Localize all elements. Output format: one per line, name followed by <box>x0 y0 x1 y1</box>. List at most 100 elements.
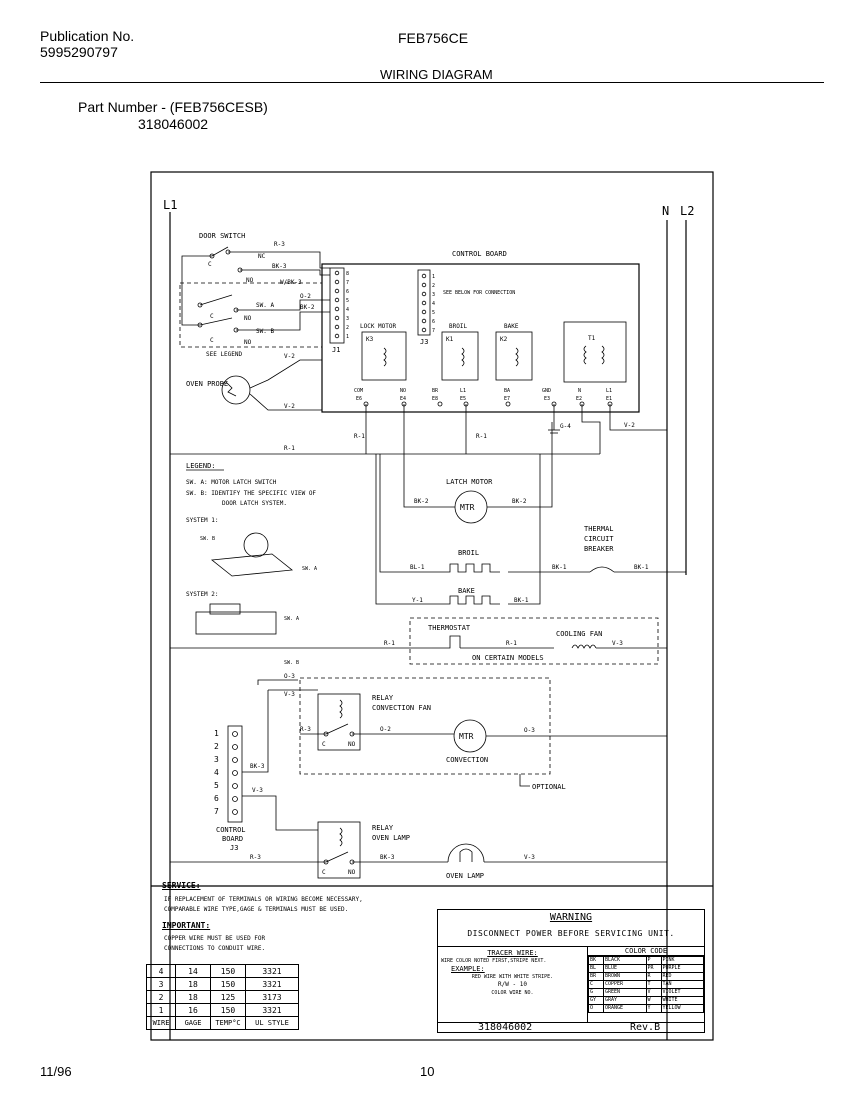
svg-text:V-2: V-2 <box>284 353 295 360</box>
svg-text:LEGEND:: LEGEND: <box>186 462 216 470</box>
svg-text:V-2: V-2 <box>624 422 635 429</box>
svg-text:SW. B: IDENTIFY THE SPECIFIC: SW. B: IDENTIFY THE SPECIFIC VIEW OF <box>186 490 316 497</box>
svg-text:SW. A: SW. A <box>302 566 317 572</box>
pin-number: 6 <box>346 289 349 295</box>
pin-number: 1 <box>214 729 219 738</box>
color-code-cell: BLUE <box>603 964 647 973</box>
bake-relay <box>495 331 533 381</box>
page-number: 10 <box>420 1064 435 1079</box>
svg-text:COM: COM <box>354 388 363 394</box>
svg-text:SEE BELOW FOR CONNECTION: SEE BELOW FOR CONNECTION <box>443 290 515 296</box>
svg-text:W/BK-3: W/BK-3 <box>280 279 302 286</box>
svg-text:R-3: R-3 <box>274 241 285 248</box>
table-cell: 3 <box>146 977 176 991</box>
svg-text:C: C <box>210 313 214 320</box>
color-code-cell: BL <box>588 964 604 973</box>
oven-lamp-relay <box>317 821 361 879</box>
svg-text:R-3: R-3 <box>250 854 261 861</box>
convection-optional-box <box>299 677 551 775</box>
connector-pin <box>334 333 340 339</box>
diagram-frame <box>150 171 714 1041</box>
table-header: WIRE <box>146 1016 176 1030</box>
svg-text:SW. A: MOTOR LATCH SWITCH: SW. A: MOTOR LATCH SWITCH <box>186 479 277 486</box>
svg-text:C: C <box>322 741 326 748</box>
color-code-cell: YELLOW <box>660 1004 704 1013</box>
table-cell: 18 <box>175 990 211 1004</box>
svg-text:R-1: R-1 <box>284 445 295 452</box>
pin-number: 2 <box>432 283 435 289</box>
latch-switch-box <box>179 282 323 348</box>
svg-text:C: C <box>208 261 212 268</box>
pin-number: 2 <box>214 742 219 751</box>
svg-text:CIRCUIT: CIRCUIT <box>584 535 614 543</box>
connector-pin <box>421 282 427 288</box>
broil-relay <box>441 331 479 381</box>
svg-text:V-2: V-2 <box>284 403 295 410</box>
svg-text:LATCH MOTOR: LATCH MOTOR <box>446 478 493 486</box>
example-title: EXAMPLE: <box>451 965 485 973</box>
svg-text:SEE LEGEND: SEE LEGEND <box>206 351 243 358</box>
svg-text:THERMAL: THERMAL <box>584 525 614 533</box>
service-title: SERVICE: <box>162 881 201 890</box>
color-code-cell: BROWN <box>603 972 647 981</box>
svg-text:NO: NO <box>246 277 254 284</box>
oven-probe <box>221 375 251 405</box>
svg-text:BK-2: BK-2 <box>512 498 527 505</box>
tracer-line: WIRE COLOR NOTED FIRST,STRIPE NEXT. <box>441 958 547 964</box>
svg-text:BREAKER: BREAKER <box>584 545 614 553</box>
publication-label: Publication No. <box>40 28 135 44</box>
svg-text:G-4: G-4 <box>560 423 571 430</box>
important-line1: COPPER WIRE MUST BE USED FOR <box>164 935 266 942</box>
connector-pin <box>334 270 340 276</box>
svg-text:Y-1: Y-1 <box>412 597 423 604</box>
svg-text:E8: E8 <box>432 396 438 402</box>
convection-fan-relay <box>317 693 361 751</box>
color-code-cell: O <box>588 1004 604 1013</box>
thermal-breaker <box>589 566 615 573</box>
warning-doc-number: 318046002 <box>478 1022 533 1033</box>
svg-text:E4: E4 <box>400 396 406 402</box>
svg-text:BROIL: BROIL <box>449 323 467 330</box>
connector-pin <box>334 288 340 294</box>
connector-pin <box>421 300 427 306</box>
svg-text:C: C <box>210 337 214 344</box>
color-code-cell: PURPLE <box>660 964 704 973</box>
warning-rev: Rev.B <box>630 1022 661 1033</box>
pin-number: 2 <box>346 325 349 331</box>
svg-text:OVEN LAMP: OVEN LAMP <box>446 872 484 880</box>
svg-text:BK-1: BK-1 <box>552 564 567 571</box>
color-code-cell: PR <box>645 964 662 973</box>
color-code-cell: GREEN <box>603 988 647 997</box>
control-board-label: CONTROL BOARD <box>452 250 507 258</box>
svg-text:BK-3: BK-3 <box>250 763 265 770</box>
service-line2: COMPARABLE WIRE TYPE,GAGE & TERMINALS MU… <box>164 906 349 913</box>
svg-text:R-1: R-1 <box>384 640 395 647</box>
pin-number: 5 <box>214 781 219 790</box>
pin-number: 1 <box>432 274 435 280</box>
color-code-cell: BR <box>588 972 604 981</box>
important-title: IMPORTANT: <box>162 921 211 930</box>
pin-number: 5 <box>346 298 349 304</box>
svg-text:NO: NO <box>348 741 356 748</box>
color-code-cell: R <box>645 972 662 981</box>
svg-text:E1: E1 <box>606 396 612 402</box>
warning-text: DISCONNECT POWER BEFORE SERVICING UNIT. <box>467 929 675 938</box>
door-switch-label: DOOR SWITCH <box>199 232 245 240</box>
svg-text:SW. B: SW. B <box>200 536 215 542</box>
color-code-cell: G <box>588 988 604 997</box>
color-code-cell: VIOLET <box>660 988 704 997</box>
svg-text:OVEN PROBE: OVEN PROBE <box>186 380 228 388</box>
